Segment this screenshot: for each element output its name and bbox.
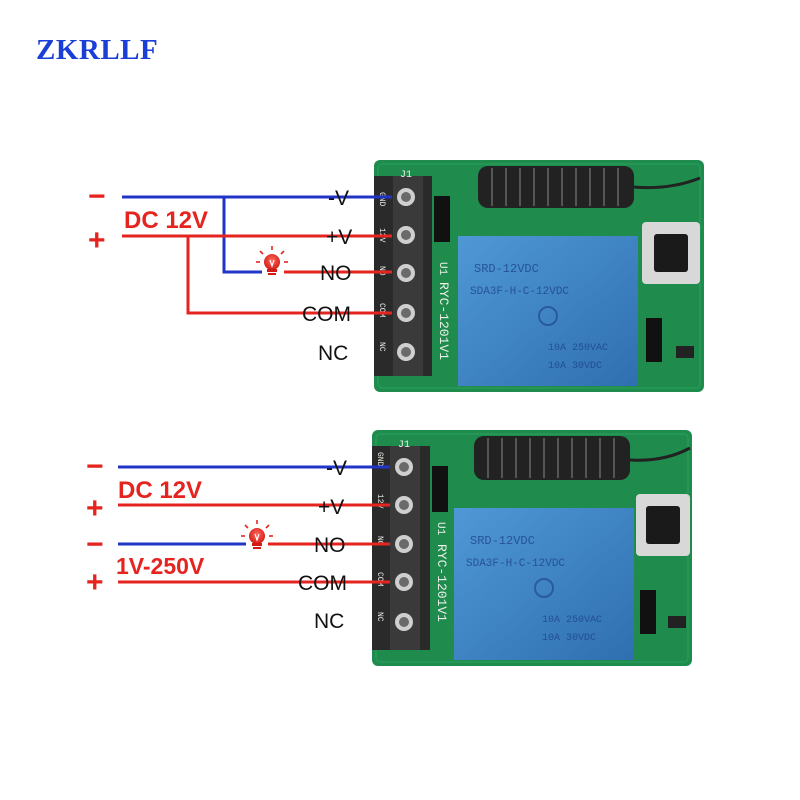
load-supply-minus-sign: −: [86, 528, 104, 561]
pcb-label-com: COM: [377, 303, 386, 318]
load-supply-label: 1V-250V: [116, 553, 205, 579]
relay-board-1: SRD-12VDC SDA3F-H-C-12VDC 10A 250VAC 10A…: [374, 160, 704, 392]
supply-plus-sign: +: [88, 224, 106, 257]
terminal-label-no: NO: [320, 262, 352, 285]
supply-label: DC 12V: [124, 207, 208, 234]
terminal-label-nc: NC: [314, 610, 344, 633]
terminal-label-com: COM: [302, 303, 351, 326]
relay-component: [458, 236, 638, 386]
relay-text-2: SDA3F-H-C-12VDC: [466, 558, 565, 570]
terminal-label-plus-v: +V: [318, 496, 344, 519]
load-supply-plus-sign: +: [86, 566, 104, 599]
terminal-label-no: NO: [314, 534, 346, 557]
panel-1: SRD-12VDC SDA3F-H-C-12VDC 10A 250VAC 10A…: [88, 160, 704, 392]
terminal-label-nc: NC: [318, 342, 348, 365]
relay-component: [454, 508, 634, 660]
relay-text-1: SRD-12VDC: [474, 262, 539, 276]
terminal-label-minus-v: -V: [326, 457, 347, 480]
supply-minus-sign: −: [86, 450, 104, 483]
relay-text-1: SRD-12VDC: [470, 534, 535, 548]
relay-text-2: SDA3F-H-C-12VDC: [470, 286, 569, 298]
supply-plus-sign: +: [86, 492, 104, 525]
pcb-header-label: J1: [398, 440, 410, 451]
brand-logo: ZKRLLF: [36, 34, 159, 66]
wires-panel-2: [118, 465, 390, 584]
pcb-model-label: RYC-1201V1: [434, 544, 449, 622]
pcb-u1-label: U1: [436, 262, 448, 276]
terminal-label-minus-v: -V: [328, 187, 349, 210]
wires-panel-1: [122, 195, 392, 315]
terminal-label-com: COM: [298, 572, 347, 595]
terminal-screws: [395, 458, 413, 631]
pcb-label-nc: NC: [377, 342, 386, 352]
relay-board-2: SRD-12VDC SDA3F-H-C-12VDC 10A 250VAC 10A…: [372, 430, 692, 666]
relay-text-4: 10A 30VDC: [542, 633, 596, 644]
pcb-label-gnd: GND: [375, 452, 384, 467]
pcb-label-12v: 12V: [375, 494, 384, 509]
terminal-label-plus-v: +V: [326, 226, 352, 249]
relay-text-3: 10A 250VAC: [548, 343, 608, 354]
pcb-label-com: COM: [375, 572, 384, 587]
supply-label: DC 12V: [118, 477, 202, 504]
pcb-label-gnd: GND: [377, 192, 386, 207]
pcb-header-label: J1: [400, 170, 412, 181]
pcb-u1-label: U1: [434, 522, 446, 536]
supply-minus-sign: −: [88, 180, 106, 213]
relay-text-3: 10A 250VAC: [542, 615, 602, 626]
terminal-screws: [397, 188, 415, 361]
pcb-label-nc: NC: [375, 612, 384, 622]
pcb-label-no: NO: [375, 536, 384, 546]
panel-2: SRD-12VDC SDA3F-H-C-12VDC 10A 250VAC 10A…: [86, 430, 692, 666]
pcb-model-label: RYC-1201V1: [436, 282, 451, 360]
relay-text-4: 10A 30VDC: [548, 361, 602, 372]
